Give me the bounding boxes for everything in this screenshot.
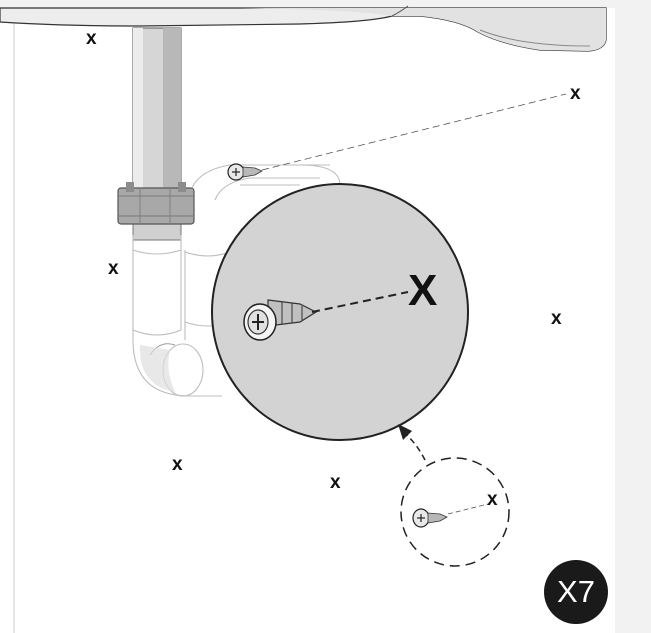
lower-guide-line <box>447 503 489 515</box>
screw-icon <box>227 163 263 181</box>
basin <box>0 5 607 52</box>
pipe-clamp <box>117 182 195 225</box>
screw-icon <box>412 508 448 528</box>
step-badge: X7 <box>544 560 608 624</box>
x-marker: x <box>570 83 581 104</box>
screw-icon <box>243 299 318 341</box>
x-marker-large: X <box>408 266 438 315</box>
page-right-margin <box>615 0 651 633</box>
x-marker: x <box>330 472 341 493</box>
x-marker: x <box>551 308 562 329</box>
x-marker: x <box>86 28 97 49</box>
source-callout <box>400 457 510 567</box>
callout-arrow-icon <box>398 424 426 461</box>
screw-axis-line <box>311 291 409 313</box>
page-top-margin <box>0 0 651 8</box>
x-marker: x <box>487 489 498 510</box>
x-marker: x <box>108 258 119 279</box>
upper-guide-line <box>261 93 567 171</box>
detail-callout <box>211 183 469 441</box>
x-marker: x <box>172 454 183 475</box>
